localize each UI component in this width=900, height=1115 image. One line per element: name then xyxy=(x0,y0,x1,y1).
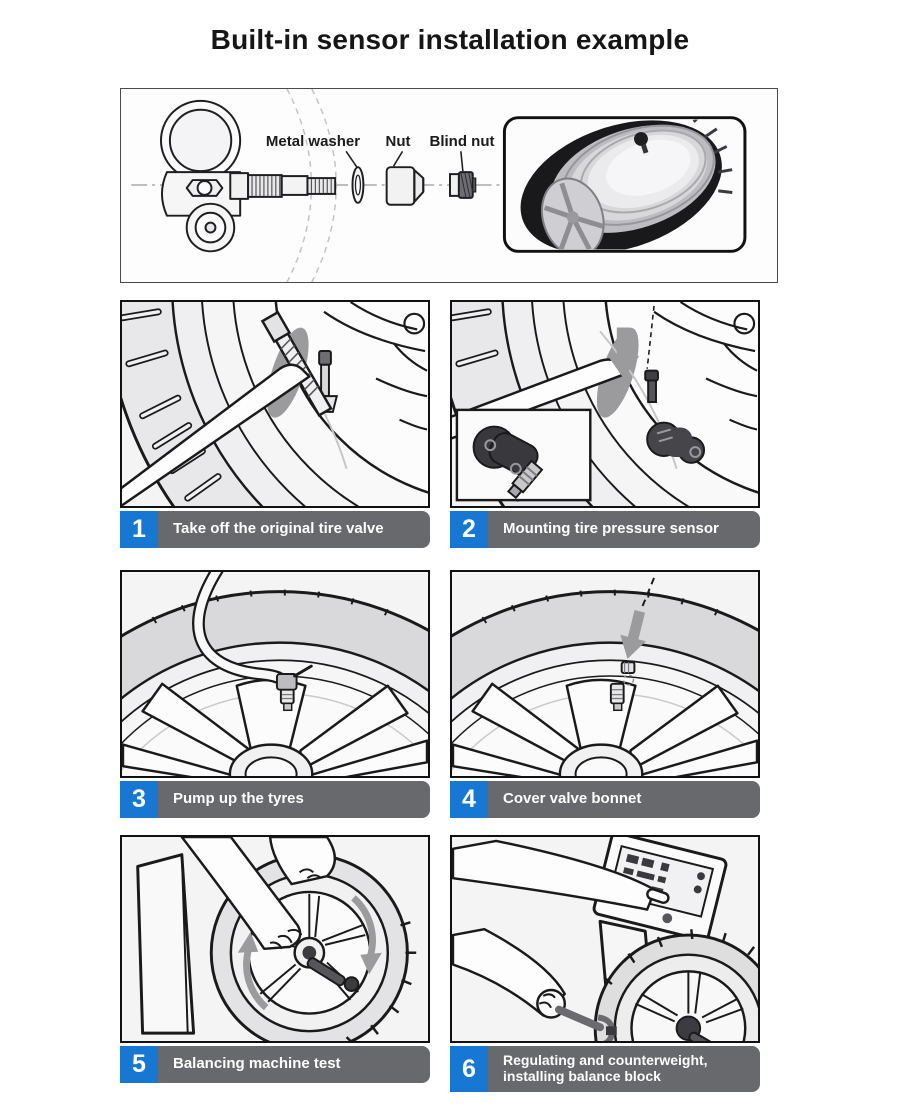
sensor-exploded-view-illustration xyxy=(131,89,747,282)
sensor-inset xyxy=(455,408,592,502)
step-2-illustration xyxy=(450,300,760,508)
valve-cap-icon xyxy=(620,661,636,686)
step-6-number: 6 xyxy=(450,1046,488,1092)
step-1-panel: 1 Take off the original tire valve xyxy=(120,300,430,548)
wheel-cutaway-photo xyxy=(506,119,743,250)
tire-lever-tool-icon xyxy=(122,363,311,506)
step-4-label: Cover valve bonnet xyxy=(488,781,760,818)
step-5-panel: 5 Balancing machine test xyxy=(120,835,430,1083)
air-hose-icon xyxy=(192,572,313,691)
operator-arms-icon xyxy=(452,839,670,1019)
balancing-machine-icon xyxy=(136,853,196,1035)
valve-stem-icon xyxy=(644,369,659,404)
hands-icon xyxy=(180,837,337,951)
valve-stem-icon xyxy=(247,174,337,198)
step-6-label: Regulating and counterweight, installing… xyxy=(488,1046,760,1092)
step-2-panel: 2 Mounting tire pressure sensor xyxy=(450,300,760,548)
step-1-labelbar: 1 Take off the original tire valve xyxy=(120,511,430,548)
sensor-parts-panel: Metal washer Nut Blind nut xyxy=(120,88,778,283)
step-5-labelbar: 5 Balancing machine test xyxy=(120,1046,430,1083)
step-5-label: Balancing machine test xyxy=(158,1046,430,1083)
metal-washer-icon xyxy=(351,166,365,204)
step-4-panel: 4 Cover valve bonnet xyxy=(450,570,760,818)
console-display-icon xyxy=(592,837,728,942)
step-4-illustration xyxy=(450,570,760,778)
step-1-illustration xyxy=(120,300,430,508)
step-3-label: Pump up the tyres xyxy=(158,781,430,818)
down-arrow-icon xyxy=(620,610,647,659)
wheel-icon xyxy=(593,929,758,1041)
step-6-illustration xyxy=(450,835,760,1043)
step-6-labelbar: 6 Regulating and counterweight, installi… xyxy=(450,1046,760,1092)
step-3-number: 3 xyxy=(120,781,158,818)
step-3-illustration xyxy=(120,570,430,778)
rotation-arrows-icon xyxy=(243,895,376,1011)
part-label-blind-nut: Blind nut xyxy=(429,133,495,150)
nut-icon xyxy=(385,166,425,206)
hub-adapter-icon xyxy=(306,957,360,992)
part-label-nut: Nut xyxy=(385,133,411,150)
step-6-panel: 6 Regulating and counterweight, installi… xyxy=(450,835,760,1092)
step-1-label: Take off the original tire valve xyxy=(158,511,430,548)
step-2-labelbar: 2 Mounting tire pressure sensor xyxy=(450,511,760,548)
wrench-icon xyxy=(554,1005,617,1041)
step-3-panel: 3 Pump up the tyres xyxy=(120,570,430,818)
step-2-label: Mounting tire pressure sensor xyxy=(488,511,760,548)
step-5-number: 5 xyxy=(120,1046,158,1083)
balance-weight-icon xyxy=(605,1026,617,1036)
step-4-labelbar: 4 Cover valve bonnet xyxy=(450,781,760,818)
step-1-number: 1 xyxy=(120,511,158,548)
tpms-sensor-icon xyxy=(646,421,706,464)
page-title: Built-in sensor installation example xyxy=(210,24,690,55)
part-label-metal-washer: Metal washer xyxy=(265,133,361,150)
wheel-photo-frame xyxy=(502,116,747,253)
tpms-sensor-icon xyxy=(159,99,250,253)
step-2-number: 2 xyxy=(450,511,488,548)
tpms-sensor-icon xyxy=(472,425,544,500)
down-arrow-icon xyxy=(607,327,640,379)
step-4-number: 4 xyxy=(450,781,488,818)
step-3-labelbar: 3 Pump up the tyres xyxy=(120,781,430,818)
step-5-illustration xyxy=(120,835,430,1043)
